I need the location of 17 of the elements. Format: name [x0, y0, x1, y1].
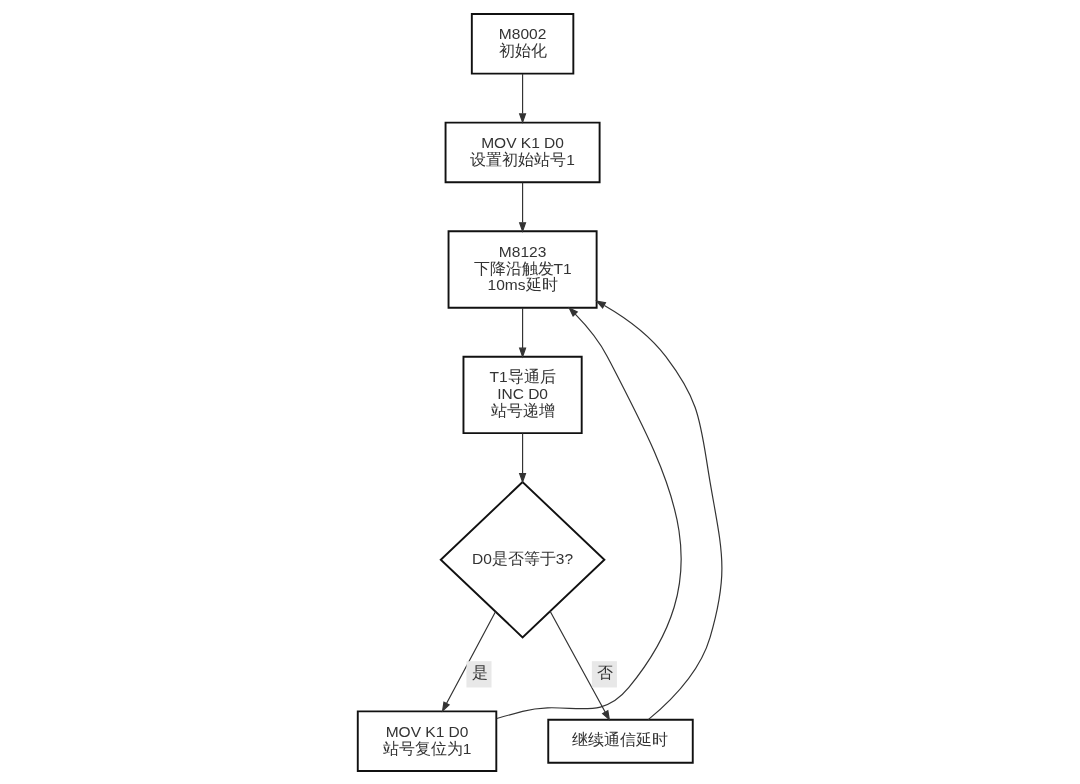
node-box: MOV K1 D0 站号复位为1 [356, 709, 498, 772]
arrow [441, 610, 497, 712]
node-box: M8123 下降沿触发T1 10ms延时 [447, 229, 598, 309]
arrow [518, 306, 527, 358]
arrow [595, 299, 723, 720]
arrow [549, 610, 611, 721]
arrow [518, 72, 527, 124]
node-box: MOV K1 D0 设置初始站号1 [444, 121, 601, 183]
edge-label: 否 [597, 663, 614, 681]
arrow [518, 432, 527, 484]
node-box: M8002 初始化 [470, 12, 575, 75]
node-box: 继续通信延时 [547, 718, 694, 764]
node-diamond: D0是否等于3? [439, 480, 606, 639]
arrow [518, 181, 527, 233]
arrow [496, 306, 682, 719]
edge-label: 是 [471, 663, 488, 681]
node-box: T1导通后 INC D0 站号递增 [462, 355, 583, 434]
